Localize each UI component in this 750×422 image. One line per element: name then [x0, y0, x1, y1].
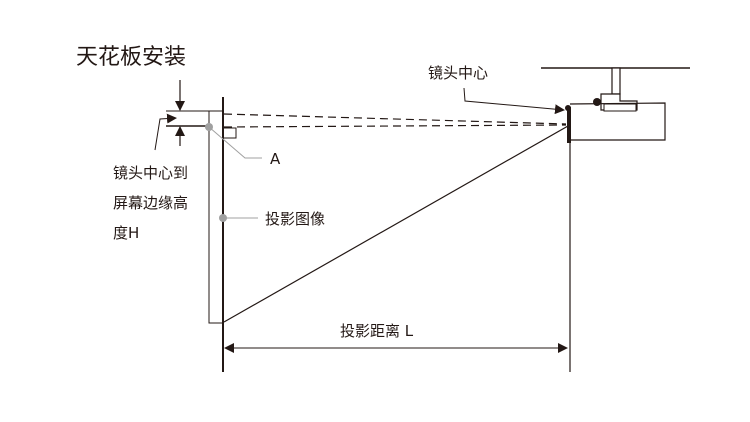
- lens-center-arrow: [463, 87, 565, 115]
- right-angle-mark: [224, 127, 237, 139]
- throw-distance-arrowhead-left: [224, 343, 234, 353]
- dashed-line-top: [223, 113, 567, 125]
- image-dot: [219, 214, 227, 222]
- projector: [565, 67, 666, 372]
- diagram-title: 天花板安装: [76, 45, 186, 70]
- height-dimension: [154, 80, 223, 151]
- point-a-leader: [208, 126, 262, 159]
- projection-beam: [223, 125, 569, 323]
- throw-distance-label: 投影距离 L: [340, 322, 414, 340]
- projected-image-label: 投影图像: [265, 210, 325, 228]
- height-label-line2: 屏幕边缘高: [113, 194, 188, 212]
- point-a-dot: [205, 123, 213, 131]
- point-a-label: A: [270, 150, 281, 168]
- dashed-line-center: [223, 124, 567, 128]
- height-label-line3: 度H: [113, 224, 139, 242]
- lens-center-label: 镜头中心: [428, 64, 488, 82]
- height-label-line1: 镜头中心到: [113, 164, 188, 182]
